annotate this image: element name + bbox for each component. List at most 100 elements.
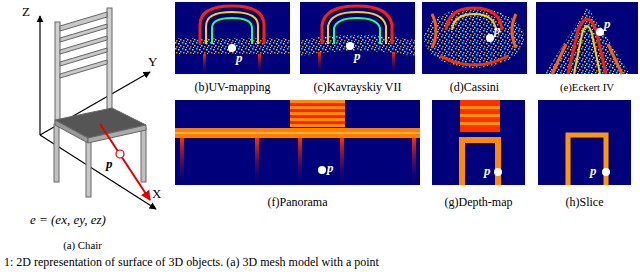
eckert-image-part [536, 2, 638, 74]
kavrayskiy-image-part [322, 6, 392, 44]
axis-label: Y [148, 54, 157, 69]
cassini-image [422, 2, 527, 74]
panel-caption: (e)Eckert IV [536, 80, 638, 94]
panorama-image-part [290, 103, 345, 106]
chair-model-part [88, 125, 146, 143]
projection-panel: (d)Cassini [422, 2, 527, 74]
panel-caption: (g)Depth-map [432, 195, 525, 209]
chair-model-part [55, 22, 60, 122]
slice-image [538, 100, 631, 185]
point-markers-part [318, 166, 326, 174]
panel-caption: (b)UV-mapping [175, 80, 290, 94]
uv-mapping-image-part [175, 38, 290, 54]
point-label: p [604, 16, 611, 31]
direction-arrow-part [116, 150, 124, 158]
cassini-image-part [422, 2, 527, 74]
uv-mapping-image-part [175, 2, 290, 74]
chair-model [54, 8, 146, 197]
axes-part [39, 16, 40, 135]
depth-map-image-part [432, 100, 525, 185]
panel-caption: (a) Chair [0, 238, 165, 252]
panel-caption: (h)Slice [538, 195, 631, 209]
point-markers-part [596, 28, 604, 36]
panorama-image-part [412, 138, 416, 185]
projection-panel: (c)Kavrayskiy VII [300, 2, 415, 74]
axis-label: Z [22, 4, 30, 19]
eckert-image-part [568, 19, 606, 74]
projection-panel: (b)UV-mapping [175, 2, 290, 74]
depth-map-image-part [460, 100, 500, 132]
point-markers-part [228, 44, 236, 52]
projection-panel: (e)Eckert IV [536, 2, 638, 74]
uv-mapping-image-part [258, 54, 261, 74]
point-label: p [590, 163, 597, 178]
point-label: p [354, 48, 361, 63]
kavrayskiy-image [300, 2, 415, 74]
point-label: p [236, 50, 243, 65]
panorama-image-part [180, 138, 184, 185]
point-markers-part [602, 168, 610, 176]
direction-arrow-part [100, 124, 150, 200]
chair-model-part [107, 8, 112, 110]
eckert-image-part [552, 44, 566, 74]
panorama-image-part [175, 132, 420, 134]
uv-mapping-image [175, 2, 290, 74]
cassini-image-part [446, 8, 502, 30]
uv-mapping-image-part [206, 12, 258, 44]
slice-image-part [568, 135, 606, 185]
panorama-image-part [298, 138, 302, 185]
chair-model-part [60, 60, 107, 78]
panorama-image [175, 100, 420, 185]
projection-panel: (h)Slice [538, 100, 631, 185]
eckert-image-part [574, 26, 600, 74]
panel-caption: (d)Cassini [422, 80, 527, 94]
chair-model-part [54, 124, 59, 182]
kavrayskiy-image-part [392, 52, 395, 74]
panorama-image-part [290, 121, 345, 124]
depth-map-image-part [460, 122, 500, 125]
panorama-image-part [290, 100, 345, 127]
axes [40, 16, 156, 209]
chair-model-part [86, 141, 91, 197]
panorama-image-part [255, 138, 259, 185]
cassini-image-part [440, 56, 508, 65]
depth-map-image-part [462, 140, 498, 185]
eckert-image [536, 2, 638, 74]
depth-map-image-part [460, 114, 500, 117]
panorama-image-part [290, 115, 345, 118]
panel-caption: (c)Kavrayskiy VII [300, 80, 415, 94]
model-panel: (a) Chair [0, 2, 165, 234]
chair-model-part [141, 128, 146, 182]
kavrayskiy-image-part [300, 2, 415, 74]
point-markers-part [486, 34, 494, 42]
projection-panel: (g)Depth-map [432, 100, 525, 185]
point-markers [228, 28, 610, 176]
panorama-image-part [340, 138, 344, 185]
depth-map-image [432, 100, 525, 185]
direction-arrow [100, 124, 150, 200]
point-label: p [484, 163, 491, 178]
kavrayskiy-image-part [334, 18, 380, 44]
axis-label: X [152, 186, 161, 201]
cassini-image-part [424, 8, 524, 68]
kavrayskiy-image-part [318, 52, 321, 74]
point-label: p [327, 160, 334, 175]
point-label: p [494, 22, 501, 37]
point-label: p [106, 156, 113, 171]
panorama-image-part [175, 100, 420, 185]
cassini-image-part [452, 14, 496, 30]
panel-caption: (f)Panorama [175, 195, 420, 209]
panorama-image-part [290, 109, 345, 112]
cassini-image-part [432, 14, 436, 48]
eckert-image-part [545, 6, 630, 74]
point-markers-part [346, 42, 354, 50]
direction-label: e = (ex, ey, ez) [30, 212, 106, 227]
projection-panel: (f)Panorama [175, 100, 420, 185]
uv-mapping-image-part [200, 6, 264, 44]
panorama-image-part [175, 128, 420, 138]
uv-mapping-image-part [203, 54, 206, 74]
uv-mapping-image-part [212, 18, 252, 44]
cassini-image-part [512, 14, 516, 48]
